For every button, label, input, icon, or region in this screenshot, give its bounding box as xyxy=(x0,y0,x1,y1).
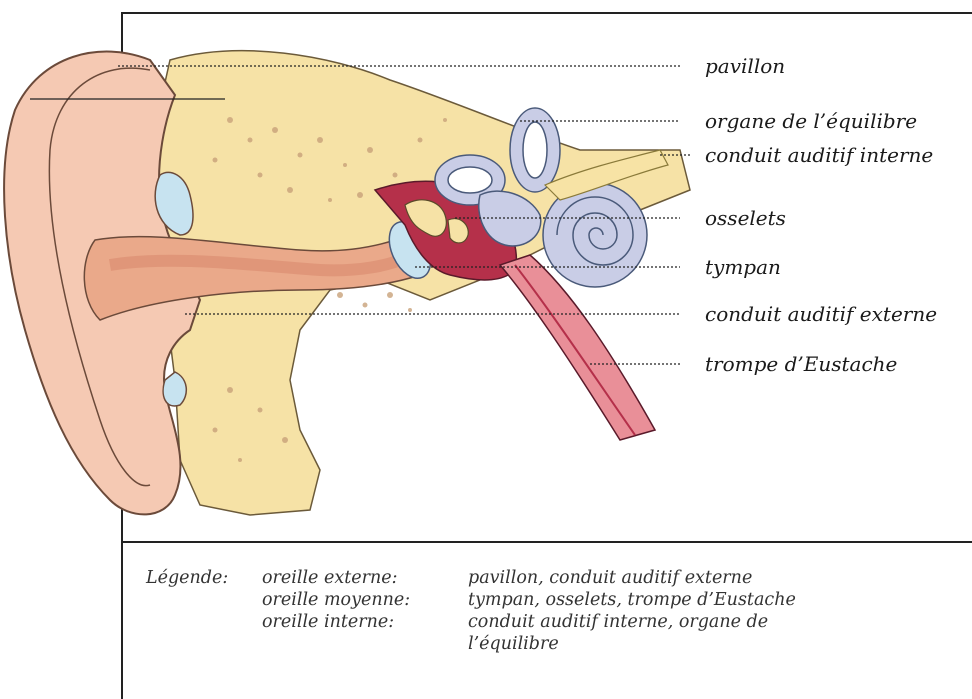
legend-term-moyenne: oreille moyenne: xyxy=(262,590,410,611)
legend-term-interne: oreille interne: xyxy=(262,612,394,633)
label-conduit-externe: conduit auditif externe xyxy=(705,302,937,326)
legend-title: Légende: xyxy=(146,568,228,589)
label-tympan: tympan xyxy=(705,255,781,279)
label-trompe: trompe d’Eustache xyxy=(705,352,897,376)
legend-desc-moyenne: tympan, osselets, trompe d’Eustache xyxy=(468,590,796,611)
legend-desc-interne: conduit auditif interne, organe de xyxy=(468,612,768,633)
label-organe-equilibre: organe de l’équilibre xyxy=(705,109,917,133)
legend-term-externe: oreille externe: xyxy=(262,568,397,589)
label-osselets: osselets xyxy=(705,206,786,230)
legend-desc-externe: pavillon, conduit auditif externe xyxy=(468,568,752,589)
label-pavillon: pavillon xyxy=(705,54,785,78)
legend-divider xyxy=(121,541,972,543)
legend-desc-interne-cont: l’équilibre xyxy=(468,634,559,655)
label-conduit-interne: conduit auditif interne xyxy=(705,143,933,167)
cartilage-lower xyxy=(163,372,186,406)
